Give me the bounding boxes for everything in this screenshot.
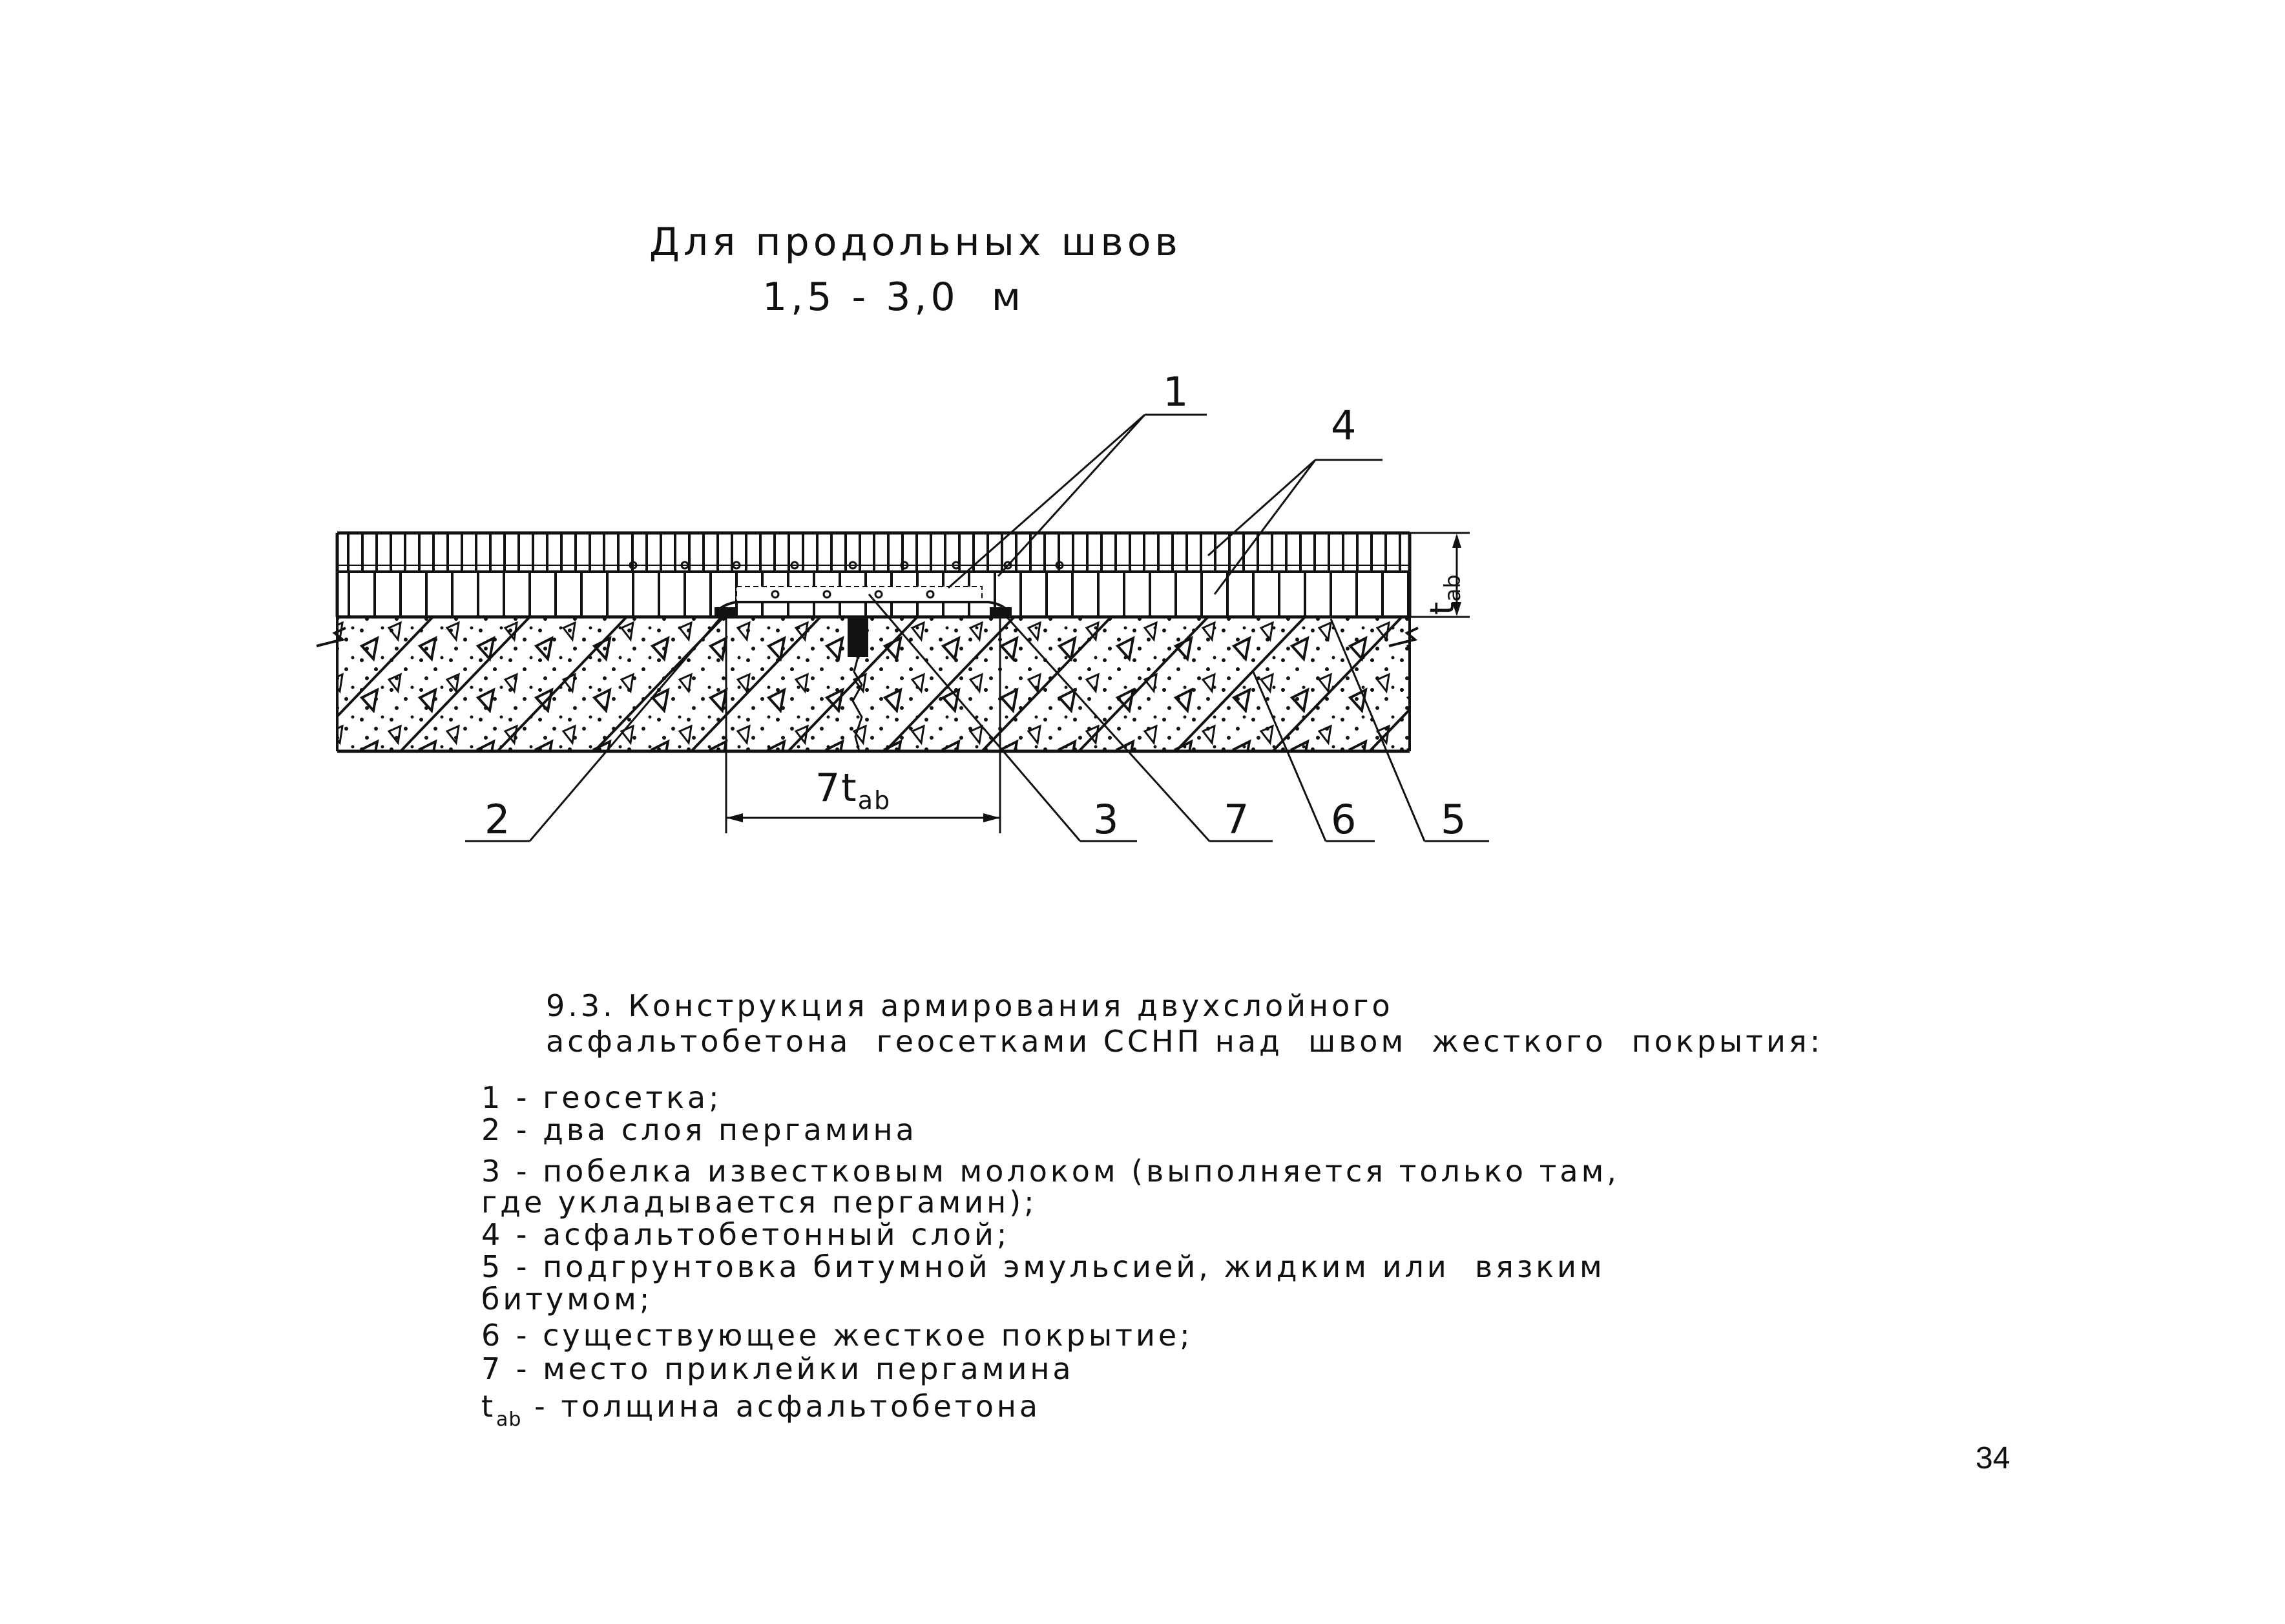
- diagram-title: Для продольных швов: [649, 220, 1182, 265]
- caption-line-1: 9.3. Конструкция армирования двухслойног…: [546, 988, 1393, 1023]
- leader-lines: [465, 413, 1489, 842]
- width-dimension: 7tab: [725, 617, 1001, 833]
- concrete-slab: [316, 617, 1419, 753]
- joint: [848, 617, 868, 752]
- caption-line-2: асфальтобетона геосетками ССНП над швом …: [546, 1024, 1824, 1059]
- thickness-subscript: ab: [1440, 574, 1466, 601]
- legend-item-3-cont: где укладывается пергамин);: [481, 1185, 1038, 1220]
- width-dimension-sub: ab: [858, 786, 891, 815]
- callout-5: 5: [1441, 796, 1466, 843]
- callout-3: 3: [1093, 796, 1118, 843]
- asphalt-layer: [335, 531, 1412, 619]
- legend-item-tab: tab - толщина асфальтобетона: [481, 1389, 1041, 1431]
- thickness-symbol: t: [1423, 602, 1462, 615]
- callout-2: 2: [485, 796, 510, 843]
- width-dimension-label: 7t: [815, 765, 858, 811]
- thickness-dimension: tab: [1410, 532, 1470, 618]
- svg-text:tab: tab: [1423, 574, 1466, 615]
- geogrid: [337, 561, 1410, 603]
- legend-tab-symbol: t: [481, 1389, 497, 1424]
- legend-item-1: 1 - геосетка;: [481, 1080, 722, 1115]
- callout-4: 4: [1331, 402, 1356, 449]
- legend-tab-text: - толщина асфальтобетона: [521, 1389, 1041, 1424]
- page-number: 34: [1976, 1441, 2010, 1475]
- callout-1: 1: [1163, 368, 1188, 415]
- legend-item-2: 2 - два слоя пергамина: [481, 1112, 917, 1147]
- legend-item-4: 4 - асфальтобетонный слой;: [481, 1217, 1010, 1252]
- callout-7: 7: [1224, 796, 1249, 843]
- legend-item-5-cont: битумом;: [481, 1282, 653, 1317]
- legend-item-7: 7 - место приклейки пергамина: [481, 1351, 1074, 1386]
- legend-tab-sub: ab: [496, 1408, 522, 1431]
- callout-6: 6: [1331, 796, 1356, 843]
- diagram-subtitle: 1,5 - 3,0 м: [762, 275, 1025, 320]
- legend-item-5: 5 - подгрунтовка битумной эмульсией, жид…: [481, 1249, 1605, 1284]
- legend-item-6: 6 - существующее жесткое покрытие;: [481, 1318, 1193, 1353]
- svg-text:7tab: 7tab: [815, 765, 891, 815]
- legend-item-3: 3 - побелка известковым молоком (выполня…: [481, 1154, 1620, 1189]
